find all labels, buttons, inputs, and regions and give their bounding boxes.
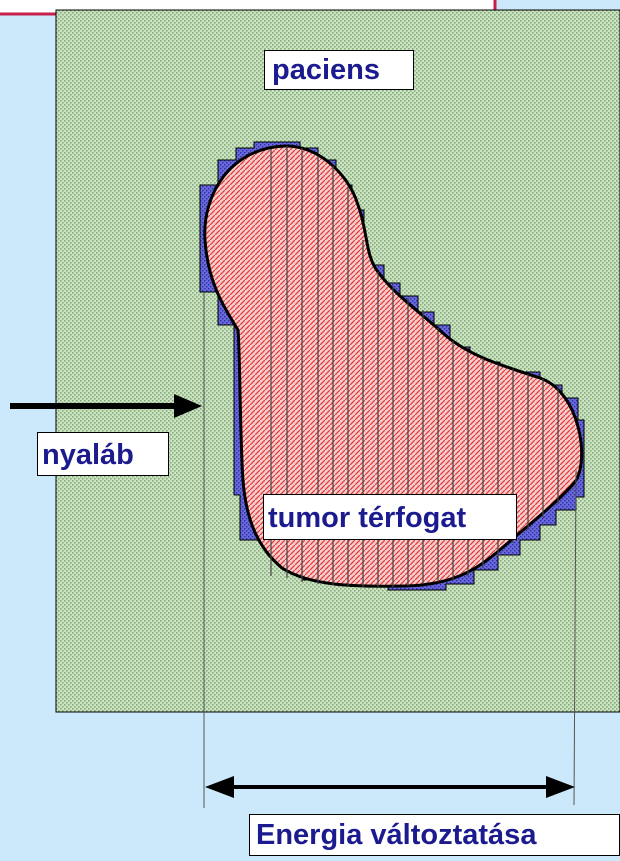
energy-variation-label: Energia változtatása — [249, 814, 620, 856]
tumor-volume-label: tumor térfogat — [263, 494, 517, 540]
patient-label: paciens — [264, 50, 414, 90]
beam-label: nyaláb — [37, 432, 169, 476]
double-headed-arrow-icon — [205, 776, 575, 798]
